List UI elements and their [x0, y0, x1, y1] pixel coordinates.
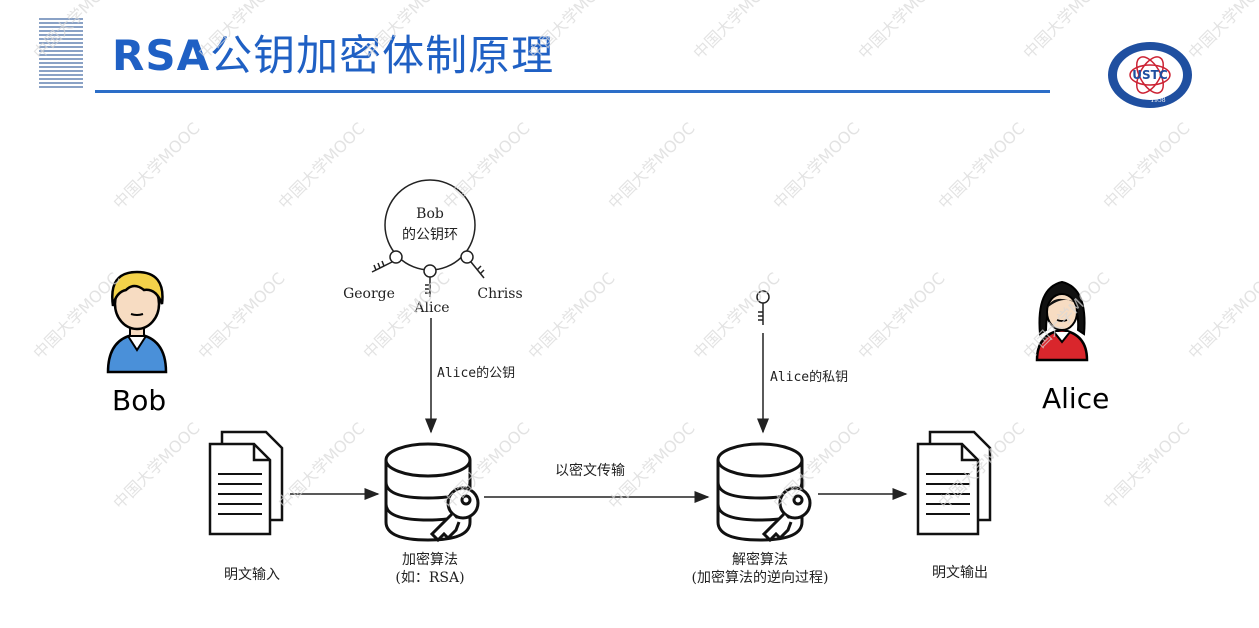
- alice-private-key-icon: [756, 290, 770, 325]
- ustc-logo: USTC 1958: [1108, 42, 1192, 108]
- page-title-rest: 公钥加密体制原理: [210, 31, 555, 80]
- page-title-latin: RSA: [112, 31, 211, 80]
- alice-name: Alice: [1042, 382, 1110, 415]
- chriss-key-icon: [460, 250, 485, 279]
- encrypt-database-key-icon: [384, 442, 480, 543]
- ciphertext-transmission-label: 以密文传输: [555, 463, 625, 479]
- logo-year: 1958: [1150, 97, 1165, 104]
- decrypt-algorithm-label: 解密算法: [732, 552, 788, 568]
- bob-name: Bob: [112, 384, 167, 417]
- george-key-icon: [371, 250, 403, 273]
- title-stripes-decoration: [39, 18, 83, 88]
- plaintext-input-document-icon: [208, 430, 284, 536]
- encrypt-algorithm-label: 加密算法: [402, 552, 458, 568]
- title-underline: [95, 90, 1050, 93]
- key-label-alice: Alice: [414, 300, 450, 316]
- alice-avatar: [1035, 280, 1089, 362]
- bob-avatar: [106, 270, 168, 374]
- page-title: RSA公钥加密体制原理: [112, 22, 554, 83]
- key-label-chriss: Chriss: [477, 286, 523, 302]
- keyring-title-line1: Bob: [416, 206, 444, 222]
- decrypt-algorithm-note: (加密算法的逆向过程): [691, 570, 829, 586]
- plaintext-input-label: 明文输入: [224, 567, 280, 583]
- key-label-george: George: [343, 286, 395, 302]
- public-key-label: Alice的公钥: [437, 366, 516, 381]
- keyring-title-line2: 的公钥环: [402, 227, 458, 243]
- private-key-label: Alice的私钥: [770, 370, 849, 385]
- plaintext-output-document-icon: [916, 430, 992, 536]
- encrypt-algorithm-example: (如：RSA): [395, 570, 465, 586]
- decrypt-database-key-icon: [716, 442, 812, 543]
- alice-public-key-icon: [423, 264, 437, 297]
- logo-text: USTC: [1132, 68, 1168, 82]
- plaintext-output-label: 明文输出: [932, 565, 988, 581]
